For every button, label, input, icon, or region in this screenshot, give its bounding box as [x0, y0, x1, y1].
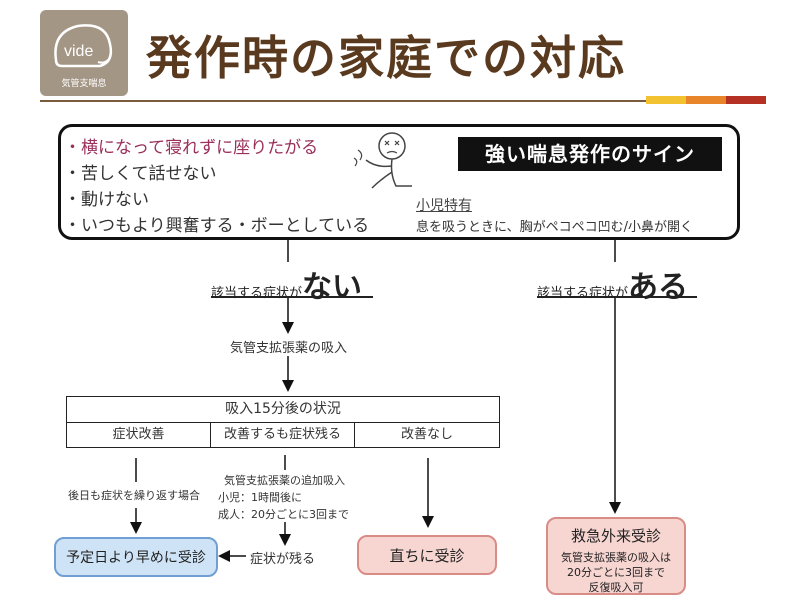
yes-symptoms-label: 該当する症状がある: [537, 270, 689, 305]
emergency-visit-box: 救急外来受診 気管支拡張薬の吸入は 20分ごとに3回まで 反復吸入可: [546, 517, 686, 595]
logo-caption: 気管支喘息: [61, 79, 107, 89]
distressed-person-icon: [353, 132, 412, 189]
signs-box: [58, 124, 740, 240]
logo: vide 気管支喘息: [40, 10, 128, 96]
table-cell-no-improvement: 改善なし: [400, 427, 453, 442]
child-interval-note: 小児：1時間後に: [218, 491, 302, 504]
table-cell-improved: 症状改善: [67, 423, 211, 447]
sign-item: ・いつもより興奮する・ボーとしている: [64, 216, 370, 236]
table-cell-partial: 改善するも症状残る: [211, 423, 355, 447]
emergency-visit-title: 救急外来受診: [570, 527, 661, 545]
immediate-visit-box: 直ちに受診: [357, 535, 497, 575]
table-header: 吸入15分後の状況: [67, 397, 499, 423]
sign-item: ・苦しくて話せない: [64, 164, 217, 184]
accent-bar-red: [726, 96, 766, 104]
symptoms-remain-label: 症状が残る: [250, 552, 316, 567]
additional-inhale-note: 気管支拡張薬の追加吸入: [224, 474, 345, 487]
scheduled-visit-label: 予定日より早めに受診: [66, 550, 206, 566]
yes-symptoms-underline: [537, 296, 697, 298]
no-symptoms-underline: [211, 296, 373, 298]
emergency-note: 反復吸入可: [588, 581, 644, 594]
emergency-note: 気管支拡張薬の吸入は: [561, 551, 671, 564]
immediate-visit-label: 直ちに受診: [389, 547, 465, 565]
accent-bar-yellow: [646, 96, 686, 104]
scheduled-visit-box: 予定日より早めに受診: [54, 537, 218, 577]
child-signs-title: 小児特有: [416, 198, 472, 214]
title-divider: [40, 100, 760, 102]
recurring-note: 後日も症状を繰り返す場合: [68, 489, 200, 502]
logo-mark-icon: vide: [54, 24, 113, 68]
accent-bar-orange: [686, 96, 726, 104]
inhale-step: 気管支拡張薬の吸入: [230, 341, 348, 356]
adult-interval-note: 成人：20分ごとに3回まで: [218, 508, 349, 521]
sign-item: ・動けない: [64, 190, 149, 210]
page-title: 発作時の家庭での対応: [146, 31, 626, 85]
child-signs-text: 息を吸うときに、胸がペコペコ凹む/小鼻が開く: [416, 220, 693, 235]
status-table: 吸入15分後の状況 症状改善 改善するも症状残る 改善なし: [66, 396, 500, 448]
emergency-note: 20分ごとに3回まで: [567, 566, 665, 579]
no-symptoms-label: 該当する症状がない: [211, 270, 363, 305]
signs-heading: 強い喘息発作のサイン: [458, 137, 722, 171]
svg-text:vide: vide: [64, 43, 93, 60]
sign-item: ・横になって寝れずに座りたがる: [64, 138, 319, 158]
